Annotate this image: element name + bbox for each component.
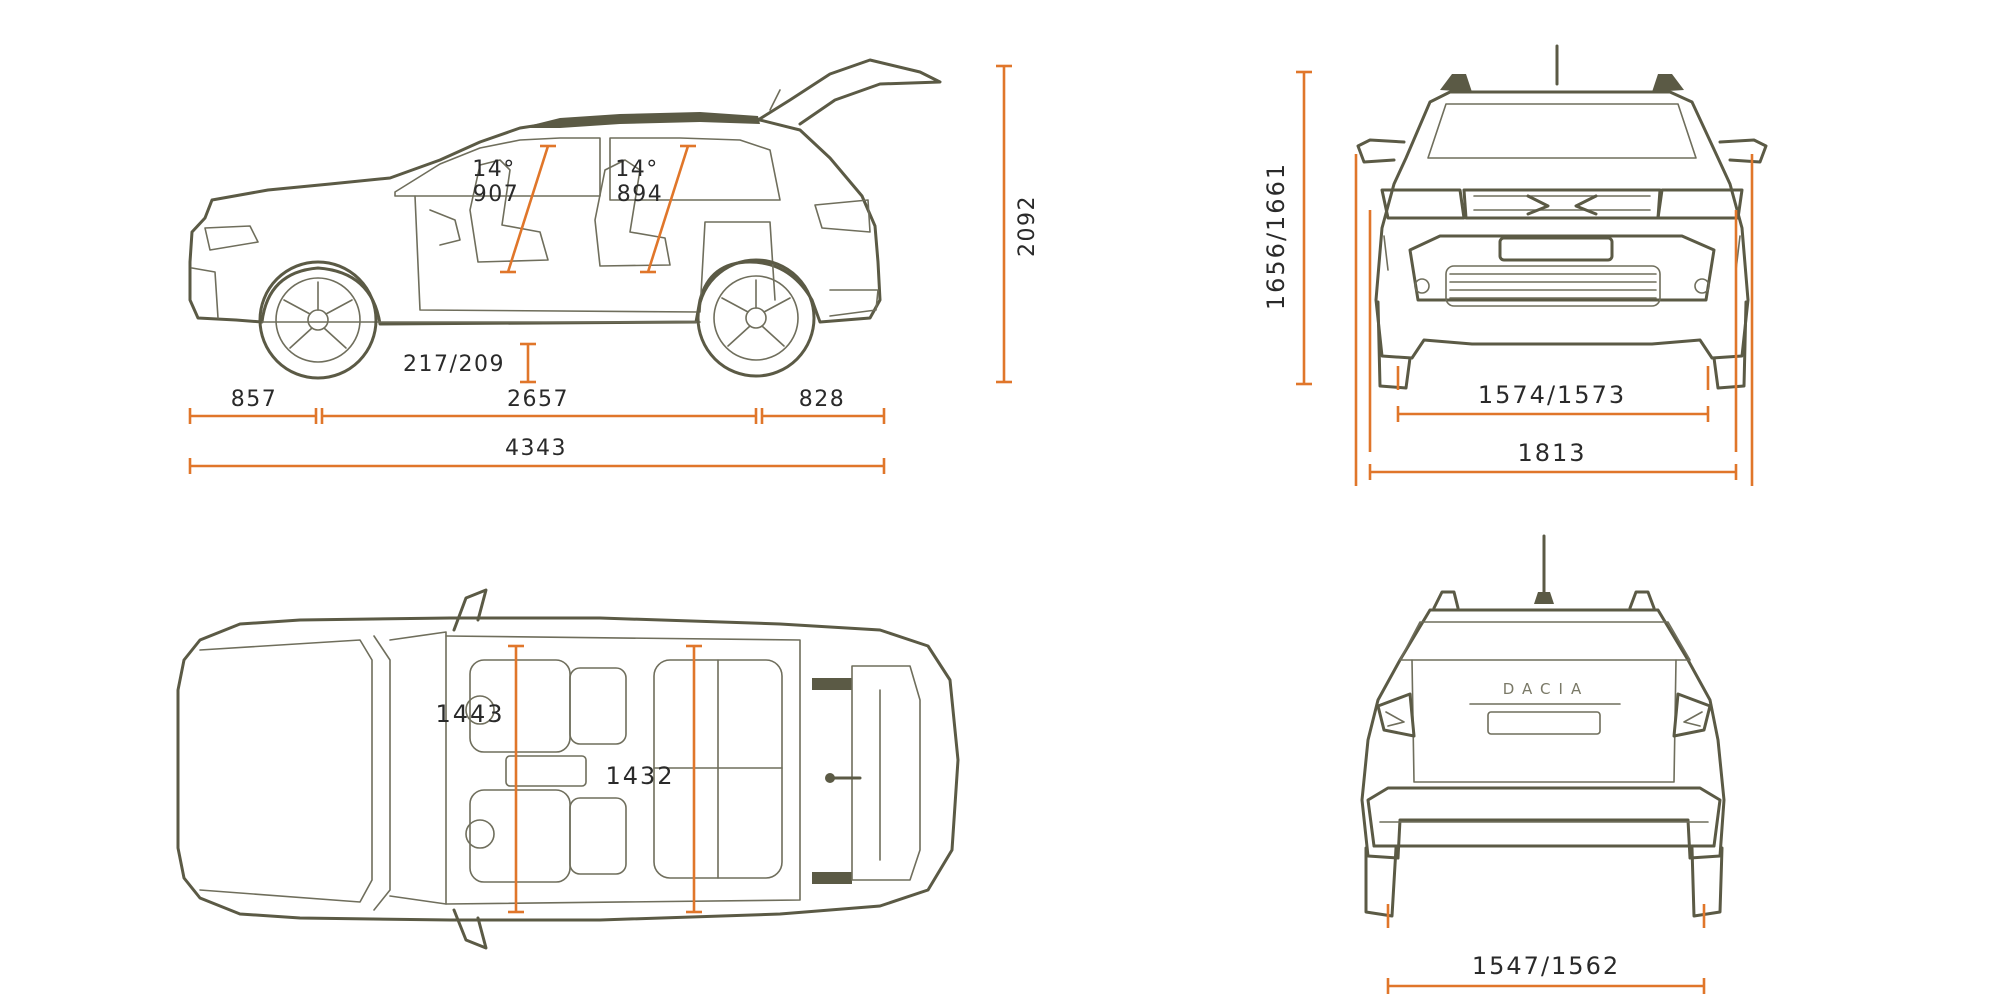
- overall-height-line: [996, 64, 1012, 384]
- front-headroom-label: 907: [473, 182, 520, 207]
- rear-elbow-width-label: 1432: [605, 762, 674, 790]
- rear-track-line: [1386, 904, 1706, 994]
- length-segments-line: [188, 408, 886, 424]
- top-view: 1443 1432: [176, 588, 960, 950]
- side-view: 14° 907 14° 894 217/209 857 2657 828: [188, 58, 1040, 474]
- rear-overhang-label: 828: [799, 387, 846, 412]
- dacia-brand-lettering: DACIA: [1503, 680, 1589, 698]
- rear-view: DACIA 1547/1562: [1360, 534, 1726, 994]
- top-view-car-outline: [176, 588, 960, 950]
- overall-width-line: [1354, 154, 1754, 486]
- rear-elbow-width-line: [686, 644, 702, 914]
- front-height-label: 1656/1661: [1262, 162, 1290, 310]
- front-view-car-outline: [1356, 44, 1768, 390]
- front-elbow-width-line: [508, 644, 524, 914]
- front-elbow-width-label: 1443: [435, 700, 504, 728]
- side-view-headroom-lines: [500, 144, 696, 274]
- front-track-line: [1396, 366, 1710, 422]
- front-height-line: [1296, 70, 1312, 386]
- ground-clearance-label: 217/209: [403, 352, 505, 377]
- rear-headroom-label: 894: [617, 182, 664, 207]
- front-seat-angle-label: 14°: [472, 157, 516, 182]
- front-overhang-label: 857: [231, 387, 278, 412]
- overall-width-label: 1813: [1517, 439, 1586, 467]
- rear-seat-angle-label: 14°: [615, 157, 659, 182]
- ground-clearance-line: [520, 342, 536, 384]
- rear-view-car-outline: [1360, 534, 1726, 918]
- overall-length-label: 4343: [505, 436, 567, 461]
- overall-length-line: [188, 458, 886, 474]
- front-view: 1656/1661 1574/1573 1813: [1262, 44, 1768, 486]
- height-tailgate-open-label: 2092: [1015, 195, 1040, 257]
- rear-track-label: 1547/1562: [1472, 952, 1620, 980]
- front-track-label: 1574/1573: [1478, 381, 1626, 409]
- side-view-car-outline: [188, 58, 942, 380]
- wheelbase-label: 2657: [507, 387, 569, 412]
